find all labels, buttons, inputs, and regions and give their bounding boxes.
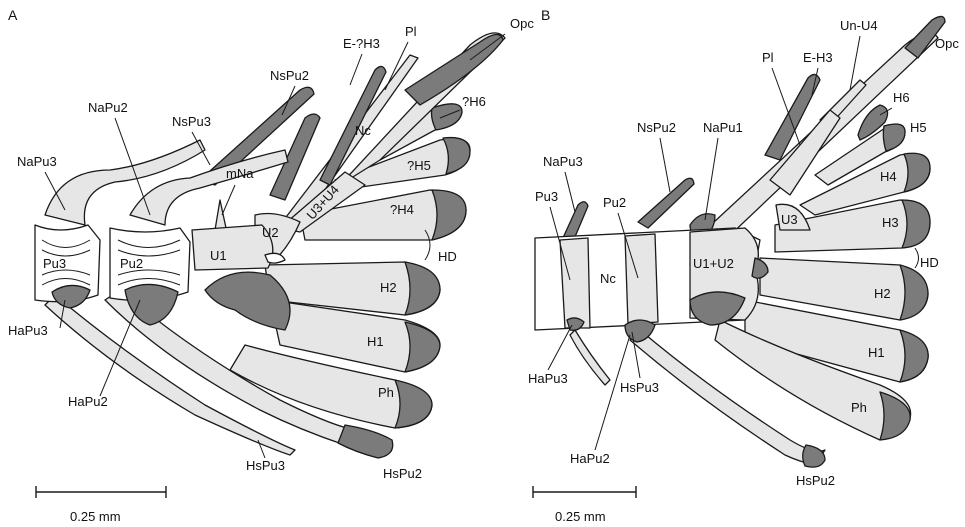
label-pu2-a: Pu2 xyxy=(120,256,143,271)
label-nspu2-b: NsPu2 xyxy=(637,120,676,135)
label-h1-a: H1 xyxy=(367,334,384,349)
label-napu3-b: NaPu3 xyxy=(543,154,583,169)
label-nspu3-a: NsPu3 xyxy=(172,114,211,129)
label-mna-a: mNa xyxy=(226,166,254,181)
label-hapu2-a: HaPu2 xyxy=(68,394,108,409)
label-eh3-b: E-H3 xyxy=(803,50,833,65)
label-e-h3-a: E-?H3 xyxy=(343,36,380,51)
label-h3-b: H3 xyxy=(882,215,899,230)
label-nc-a: Nc xyxy=(355,123,371,138)
label-h1-b: H1 xyxy=(868,345,885,360)
label-hapu2-b: HaPu2 xyxy=(570,451,610,466)
ural-gap-a xyxy=(265,253,285,263)
label-u3-b: U3 xyxy=(781,212,798,227)
label-h4-b: H4 xyxy=(880,169,897,184)
label-ph-a: Ph xyxy=(378,385,394,400)
label-nc-b: Nc xyxy=(600,271,616,286)
label-h6-b: H6 xyxy=(893,90,910,105)
label-hapu3-a: HaPu3 xyxy=(8,323,48,338)
label-unu4-b: Un-U4 xyxy=(840,18,878,33)
panel-b-letter: B xyxy=(541,7,550,23)
label-opc-b: Opc xyxy=(935,36,959,51)
label-h5-a: ?H5 xyxy=(407,158,431,173)
label-h5-b: H5 xyxy=(910,120,927,135)
panel-a-letter: A xyxy=(8,7,18,23)
label-hapu3-b: HaPu3 xyxy=(528,371,568,386)
label-hspu2-a: HsPu2 xyxy=(383,466,422,481)
centrum-pu3-b xyxy=(560,238,590,328)
label-h2-b: H2 xyxy=(874,286,891,301)
scale-bar-a: 0.25 mm xyxy=(36,486,166,524)
label-h6-a: ?H6 xyxy=(462,94,486,109)
panel-b: B xyxy=(528,7,959,524)
neural-spine-nspu2-b xyxy=(638,178,694,228)
label-napu3-a: NaPu3 xyxy=(17,154,57,169)
label-h4-a: ?H4 xyxy=(390,202,414,217)
label-pl-b: Pl xyxy=(762,50,774,65)
neural-arch-mna-a xyxy=(215,200,226,230)
scale-label-b: 0.25 mm xyxy=(555,509,606,524)
haemal-spine-hspu3-b xyxy=(570,330,610,385)
label-hspu2-b: HsPu2 xyxy=(796,473,835,488)
label-pu3-a: Pu3 xyxy=(43,256,66,271)
label-opc-a: Opc xyxy=(510,16,534,31)
label-u1-a: U1 xyxy=(210,248,227,263)
label-pu3-b: Pu3 xyxy=(535,189,558,204)
scale-label-a: 0.25 mm xyxy=(70,509,121,524)
label-pl-a: Pl xyxy=(405,24,417,39)
label-pu2-b: Pu2 xyxy=(603,195,626,210)
centrum-pu2-b xyxy=(625,234,658,324)
label-hd-a: HD xyxy=(438,249,457,264)
label-h2-a: H2 xyxy=(380,280,397,295)
label-napu1-b: NaPu1 xyxy=(703,120,743,135)
panel-a: A xyxy=(8,7,534,524)
label-u2-a: U2 xyxy=(262,225,279,240)
label-ph-b: Ph xyxy=(851,400,867,415)
label-hspu3-a: HsPu3 xyxy=(246,458,285,473)
label-nspu2-a: NsPu2 xyxy=(270,68,309,83)
label-hd-b: HD xyxy=(920,255,939,270)
scale-bar-b: 0.25 mm xyxy=(533,486,636,524)
label-u1u2-b: U1+U2 xyxy=(693,256,734,271)
label-napu2-a: NaPu2 xyxy=(88,100,128,115)
label-hspu3-b: HsPu3 xyxy=(620,380,659,395)
